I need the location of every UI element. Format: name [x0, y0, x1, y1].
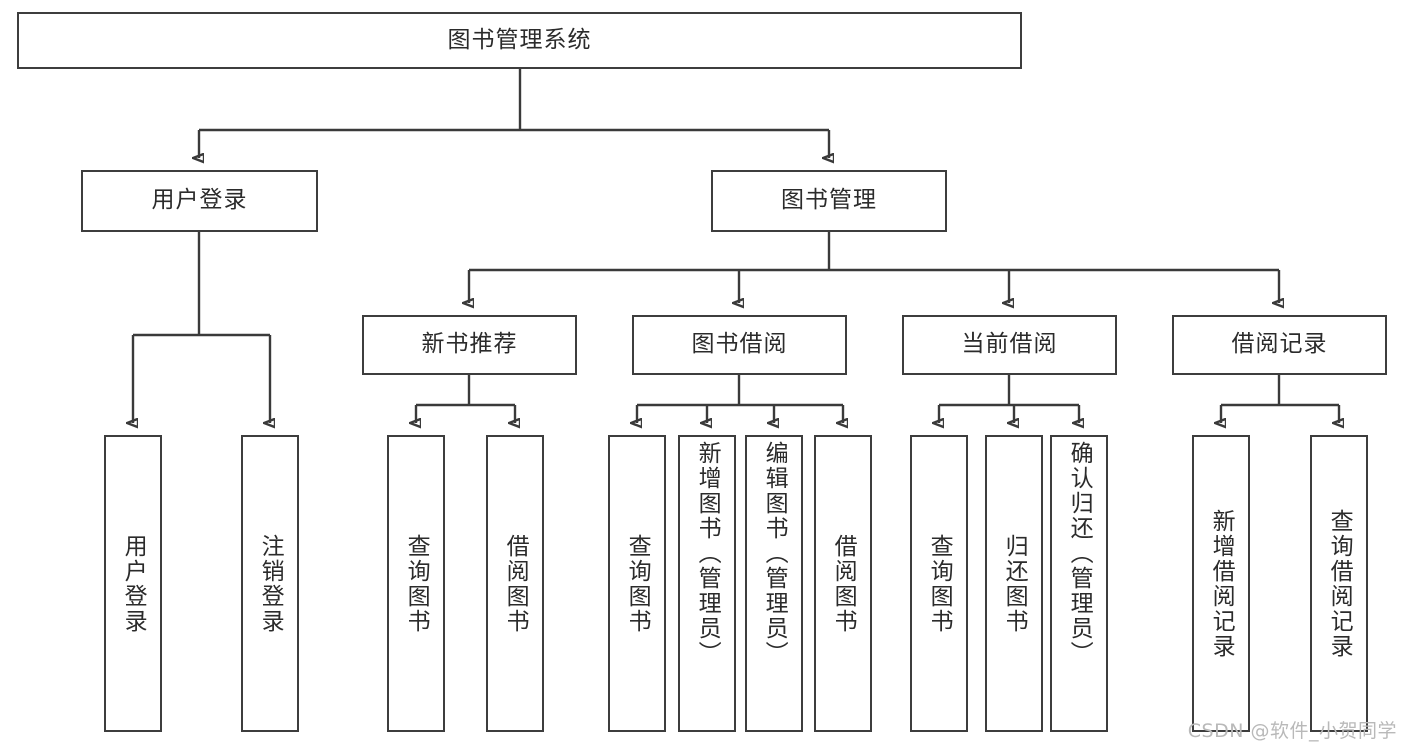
node-leaf-query-book-2[interactable]: 查询图书 [608, 435, 666, 732]
node-borrow-record-label: 借阅记录 [1231, 331, 1328, 358]
node-leaf-query-book-1-label: 查询图书 [403, 533, 430, 634]
node-new-book-rec[interactable]: 新书推荐 [362, 315, 577, 375]
node-leaf-confirm-return-label: 确认归还（管理员） [1066, 441, 1093, 666]
node-root-label: 图书管理系统 [447, 26, 592, 53]
node-leaf-return-book[interactable]: 归还图书 [985, 435, 1043, 732]
node-root[interactable]: 图书管理系统 [17, 12, 1022, 69]
node-leaf-add-record-label: 新增借阅记录 [1208, 508, 1235, 659]
node-leaf-borrow-book-1[interactable]: 借阅图书 [486, 435, 544, 732]
node-leaf-query-record-label: 查询借阅记录 [1326, 508, 1353, 659]
node-leaf-edit-book[interactable]: 编辑图书（管理员） [745, 435, 803, 732]
node-leaf-query-book-3-label: 查询图书 [926, 533, 953, 634]
node-current-borrow[interactable]: 当前借阅 [902, 315, 1117, 375]
node-new-book-rec-label: 新书推荐 [421, 331, 518, 358]
csdn-watermark: CSDN @软件_小贺同学 [1187, 720, 1397, 742]
node-user-login-label: 用户登录 [151, 187, 248, 214]
node-leaf-add-record[interactable]: 新增借阅记录 [1192, 435, 1250, 732]
node-leaf-borrow-book-1-label: 借阅图书 [502, 533, 529, 634]
node-leaf-edit-book-label: 编辑图书（管理员） [761, 441, 788, 666]
node-book-manage[interactable]: 图书管理 [711, 170, 947, 232]
node-leaf-add-book[interactable]: 新增图书（管理员） [678, 435, 736, 732]
node-leaf-return-book-label: 归还图书 [1001, 533, 1028, 634]
node-user-login[interactable]: 用户登录 [81, 170, 318, 232]
node-leaf-query-book-1[interactable]: 查询图书 [387, 435, 445, 732]
node-book-manage-label: 图书管理 [781, 187, 877, 214]
node-leaf-query-book-2-label: 查询图书 [624, 533, 651, 634]
node-leaf-borrow-book-2-label: 借阅图书 [830, 533, 857, 634]
node-borrow-record[interactable]: 借阅记录 [1172, 315, 1387, 375]
node-leaf-add-book-label: 新增图书（管理员） [694, 441, 721, 666]
node-current-borrow-label: 当前借阅 [961, 331, 1058, 358]
node-book-borrow-label: 图书借阅 [691, 331, 788, 358]
node-leaf-user-login[interactable]: 用户登录 [104, 435, 162, 732]
node-leaf-borrow-book-2[interactable]: 借阅图书 [814, 435, 872, 732]
node-leaf-confirm-return[interactable]: 确认归还（管理员） [1050, 435, 1108, 732]
node-leaf-query-book-3[interactable]: 查询图书 [910, 435, 968, 732]
node-leaf-logout[interactable]: 注销登录 [241, 435, 299, 732]
node-leaf-logout-label: 注销登录 [257, 533, 284, 634]
node-leaf-user-login-label: 用户登录 [120, 533, 147, 634]
node-book-borrow[interactable]: 图书借阅 [632, 315, 847, 375]
node-leaf-query-record[interactable]: 查询借阅记录 [1310, 435, 1368, 732]
